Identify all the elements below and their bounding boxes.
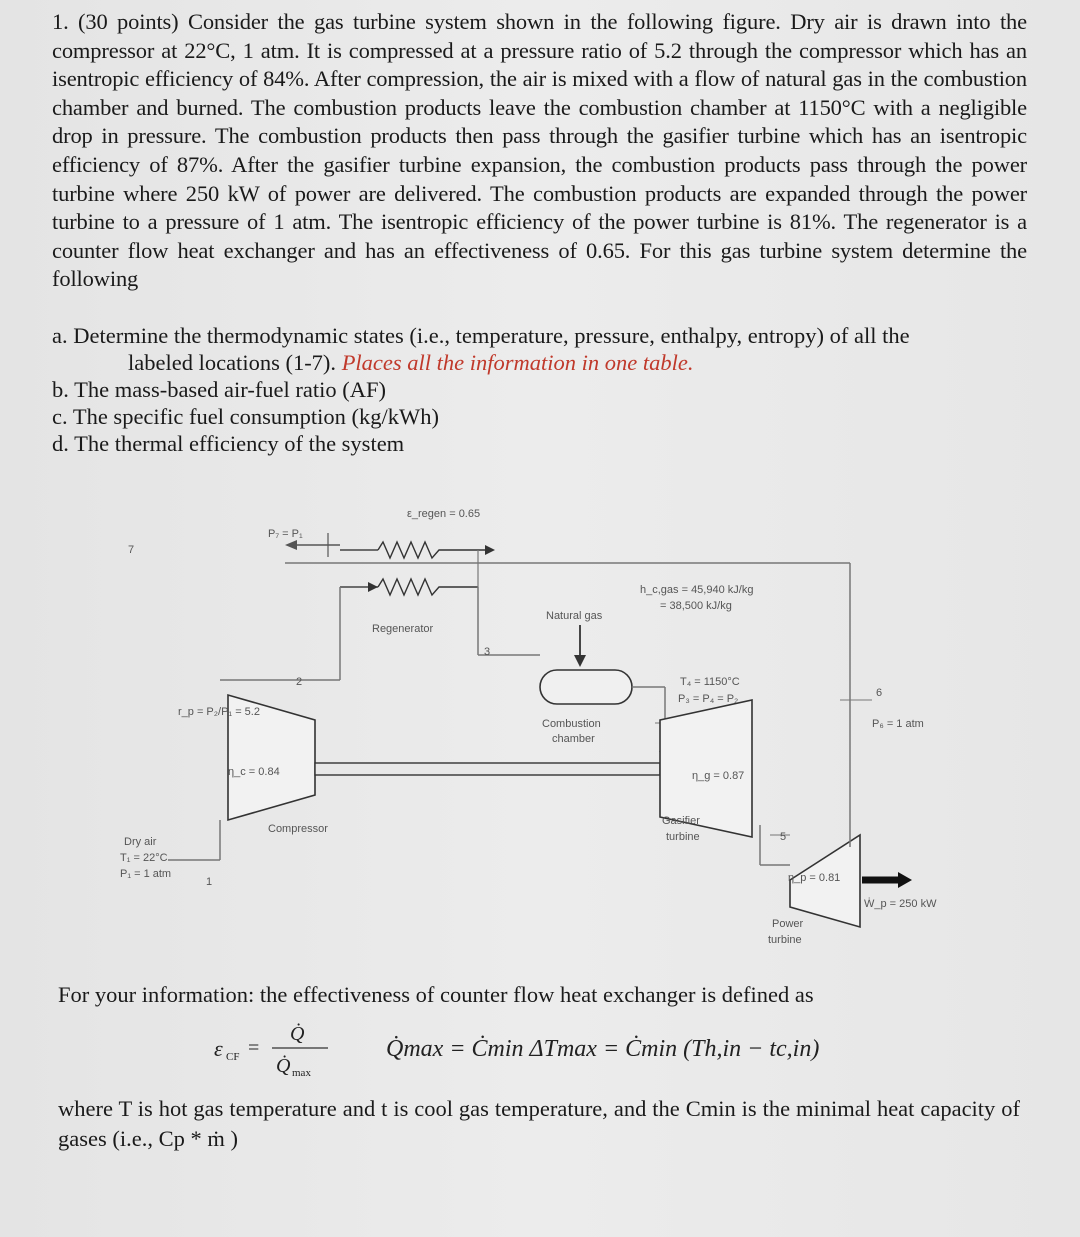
power-output-label: Ẇ_p = 250 kW [864, 897, 937, 910]
p1-label: P₁ = 1 atm [120, 868, 171, 880]
compressor-shape [227, 693, 316, 822]
effectiveness-equations: ε CF = Q̇ Q̇ max Q̇max = Ċmin ΔTmax = Ċm… [210, 1012, 910, 1082]
fuel-arrow [574, 655, 586, 667]
question-d: d. The thermal efficiency of the system [52, 431, 405, 456]
station-2: 2 [296, 676, 302, 688]
station-6: 6 [876, 687, 882, 699]
qmax-expression: Q̇max = Ċmin ΔTmax = Ċmin (Th,in − tc,in… [386, 1036, 819, 1062]
p6-label: P₆ = 1 atm [872, 718, 924, 730]
shaft [314, 762, 661, 776]
comp-eff-label: η_c = 0.84 [228, 766, 280, 778]
power-label-2: turbine [768, 934, 802, 946]
power-turbine-shape [789, 833, 861, 929]
natural-gas-label: Natural gas [546, 610, 603, 622]
eps-sub: CF [226, 1051, 239, 1063]
regenerator [340, 540, 495, 597]
power-label-1: Power [772, 918, 804, 930]
info-text: For your information: the effectiveness … [58, 982, 814, 1007]
question-a-note: Places all the information in one table. [341, 350, 694, 375]
eps-symbol: ε [214, 1036, 223, 1061]
question-c: c. The specific fuel consumption (kg/kWh… [52, 404, 439, 429]
gasifier-label-2: turbine [666, 831, 700, 843]
question-b: b. The mass-based air-fuel ratio (AF) [52, 377, 387, 402]
question-list: a. Determine the thermodynamic states (i… [52, 322, 1032, 457]
question-a: a. Determine the thermodynamic states (i… [52, 322, 1032, 349]
combustion-label-2: chamber [552, 733, 595, 745]
frac-num: Q̇ [290, 1022, 305, 1045]
where-text: where T is hot gas temperature and t is … [58, 1096, 1020, 1151]
power-output-arrow [898, 872, 912, 888]
combustion-label-1: Combustion [542, 718, 601, 730]
pressure-ratio-label: r_p = P₂/P₁ = 5.2 [178, 706, 260, 718]
question-a-continued: labeled locations (1-7). Places all the … [52, 349, 1032, 376]
gas-eff-label: η_g = 0.87 [692, 770, 744, 782]
dry-air-label: Dry air [124, 836, 157, 848]
regenerator-label: Regenerator [372, 623, 433, 635]
gasifier-label-1: Gasifier [662, 815, 700, 827]
regen-eff-label: ε_regen = 0.65 [407, 508, 480, 520]
frac-den-sub: max [292, 1067, 311, 1079]
eq-sign: = [248, 1037, 259, 1059]
question-a-text: a. Determine the thermodynamic states (i… [52, 323, 910, 348]
combustion-chamber-shape [539, 669, 633, 705]
problem-statement: 1. (30 points) Consider the gas turbine … [52, 9, 1027, 292]
fuel-hhv-label: h_c,gas = 45,940 kJ/kg [640, 584, 753, 596]
regen-pressure-label: P₇ = P₁ [268, 528, 303, 540]
comb-temp-label: T₄ = 1150°C [680, 676, 740, 688]
t1-label: T₁ = 22°C [120, 852, 168, 864]
question-a-cont-text: labeled locations (1-7). [128, 350, 337, 375]
pow-eff-label: η_p = 0.81 [788, 872, 840, 884]
station-7: 7 [128, 544, 134, 556]
station-3: 3 [484, 646, 490, 658]
gas-turbine-diagram: ε_regen = 0.65 P₇ = P₁ Regenerator 2 3 N… [100, 495, 980, 965]
station-5: 5 [780, 831, 786, 843]
station-1: 1 [206, 876, 212, 888]
regen-exit-arrow [285, 540, 297, 550]
frac-den: Q̇ [276, 1054, 291, 1077]
gasifier-turbine-shape [659, 699, 753, 838]
fuel-lhv-label: = 38,500 kJ/kg [660, 600, 732, 612]
comb-pressure-label: P₃ = P₄ = P₂ [678, 693, 738, 705]
compressor-label: Compressor [268, 823, 328, 835]
